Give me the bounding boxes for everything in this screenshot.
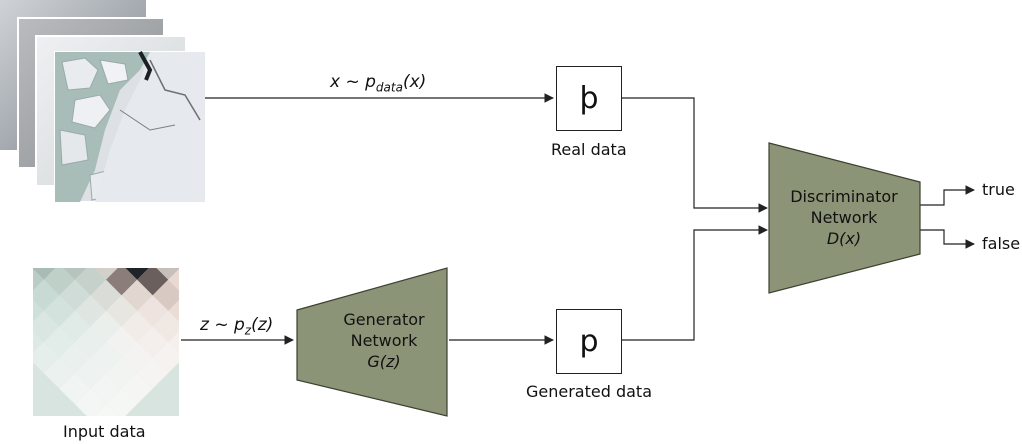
real-data-glyph: þ bbox=[579, 81, 599, 116]
discriminator-to-true-arrow bbox=[920, 185, 975, 206]
discriminator-line2: Network bbox=[810, 208, 878, 227]
discriminator-line1: Discriminator bbox=[790, 187, 898, 206]
real-distribution-main: x ~ p bbox=[330, 72, 376, 92]
real-distribution-tail: (x) bbox=[402, 72, 427, 92]
real-data-node: þ bbox=[556, 66, 622, 131]
ice-image-front bbox=[54, 51, 206, 203]
generated-data-label: Generated data bbox=[526, 382, 653, 401]
generated-data-to-discriminator-arrow bbox=[622, 225, 768, 341]
discriminator-to-false-arrow bbox=[920, 229, 975, 249]
generated-data-node: p bbox=[556, 309, 622, 374]
discriminator-line3: D(x) bbox=[826, 229, 862, 248]
false-output-label: false bbox=[982, 234, 1021, 253]
noise-distribution-tail: (z) bbox=[251, 315, 274, 335]
generator-network-label: Generator Network G(z) bbox=[320, 309, 448, 372]
real-data-label: Real data bbox=[551, 140, 627, 159]
generator-line3: G(z) bbox=[367, 352, 401, 371]
true-output-label: true bbox=[982, 180, 1015, 199]
real-distribution-sub: data bbox=[375, 80, 403, 95]
noise-distribution-main: z ~ p bbox=[200, 315, 245, 335]
generator-network-shape bbox=[296, 267, 448, 417]
real-data-to-discriminator-arrow bbox=[622, 97, 768, 213]
discriminator-network-label: Discriminator Network D(x) bbox=[768, 186, 920, 249]
generator-line2: Network bbox=[350, 331, 418, 350]
input-noise-image bbox=[33, 268, 179, 416]
noise-distribution-label: z ~ pz(z) bbox=[200, 315, 273, 337]
connectors bbox=[181, 93, 975, 345]
noise-distribution-sub: z bbox=[244, 323, 252, 338]
input-data-label: Input data bbox=[63, 422, 146, 441]
generator-line1: Generator bbox=[343, 310, 425, 329]
discriminator-network-shape bbox=[768, 142, 921, 294]
generated-data-glyph: p bbox=[579, 324, 599, 359]
real-distribution-label: x ~ pdata(x) bbox=[330, 72, 426, 94]
real-image-stack bbox=[0, 0, 206, 203]
